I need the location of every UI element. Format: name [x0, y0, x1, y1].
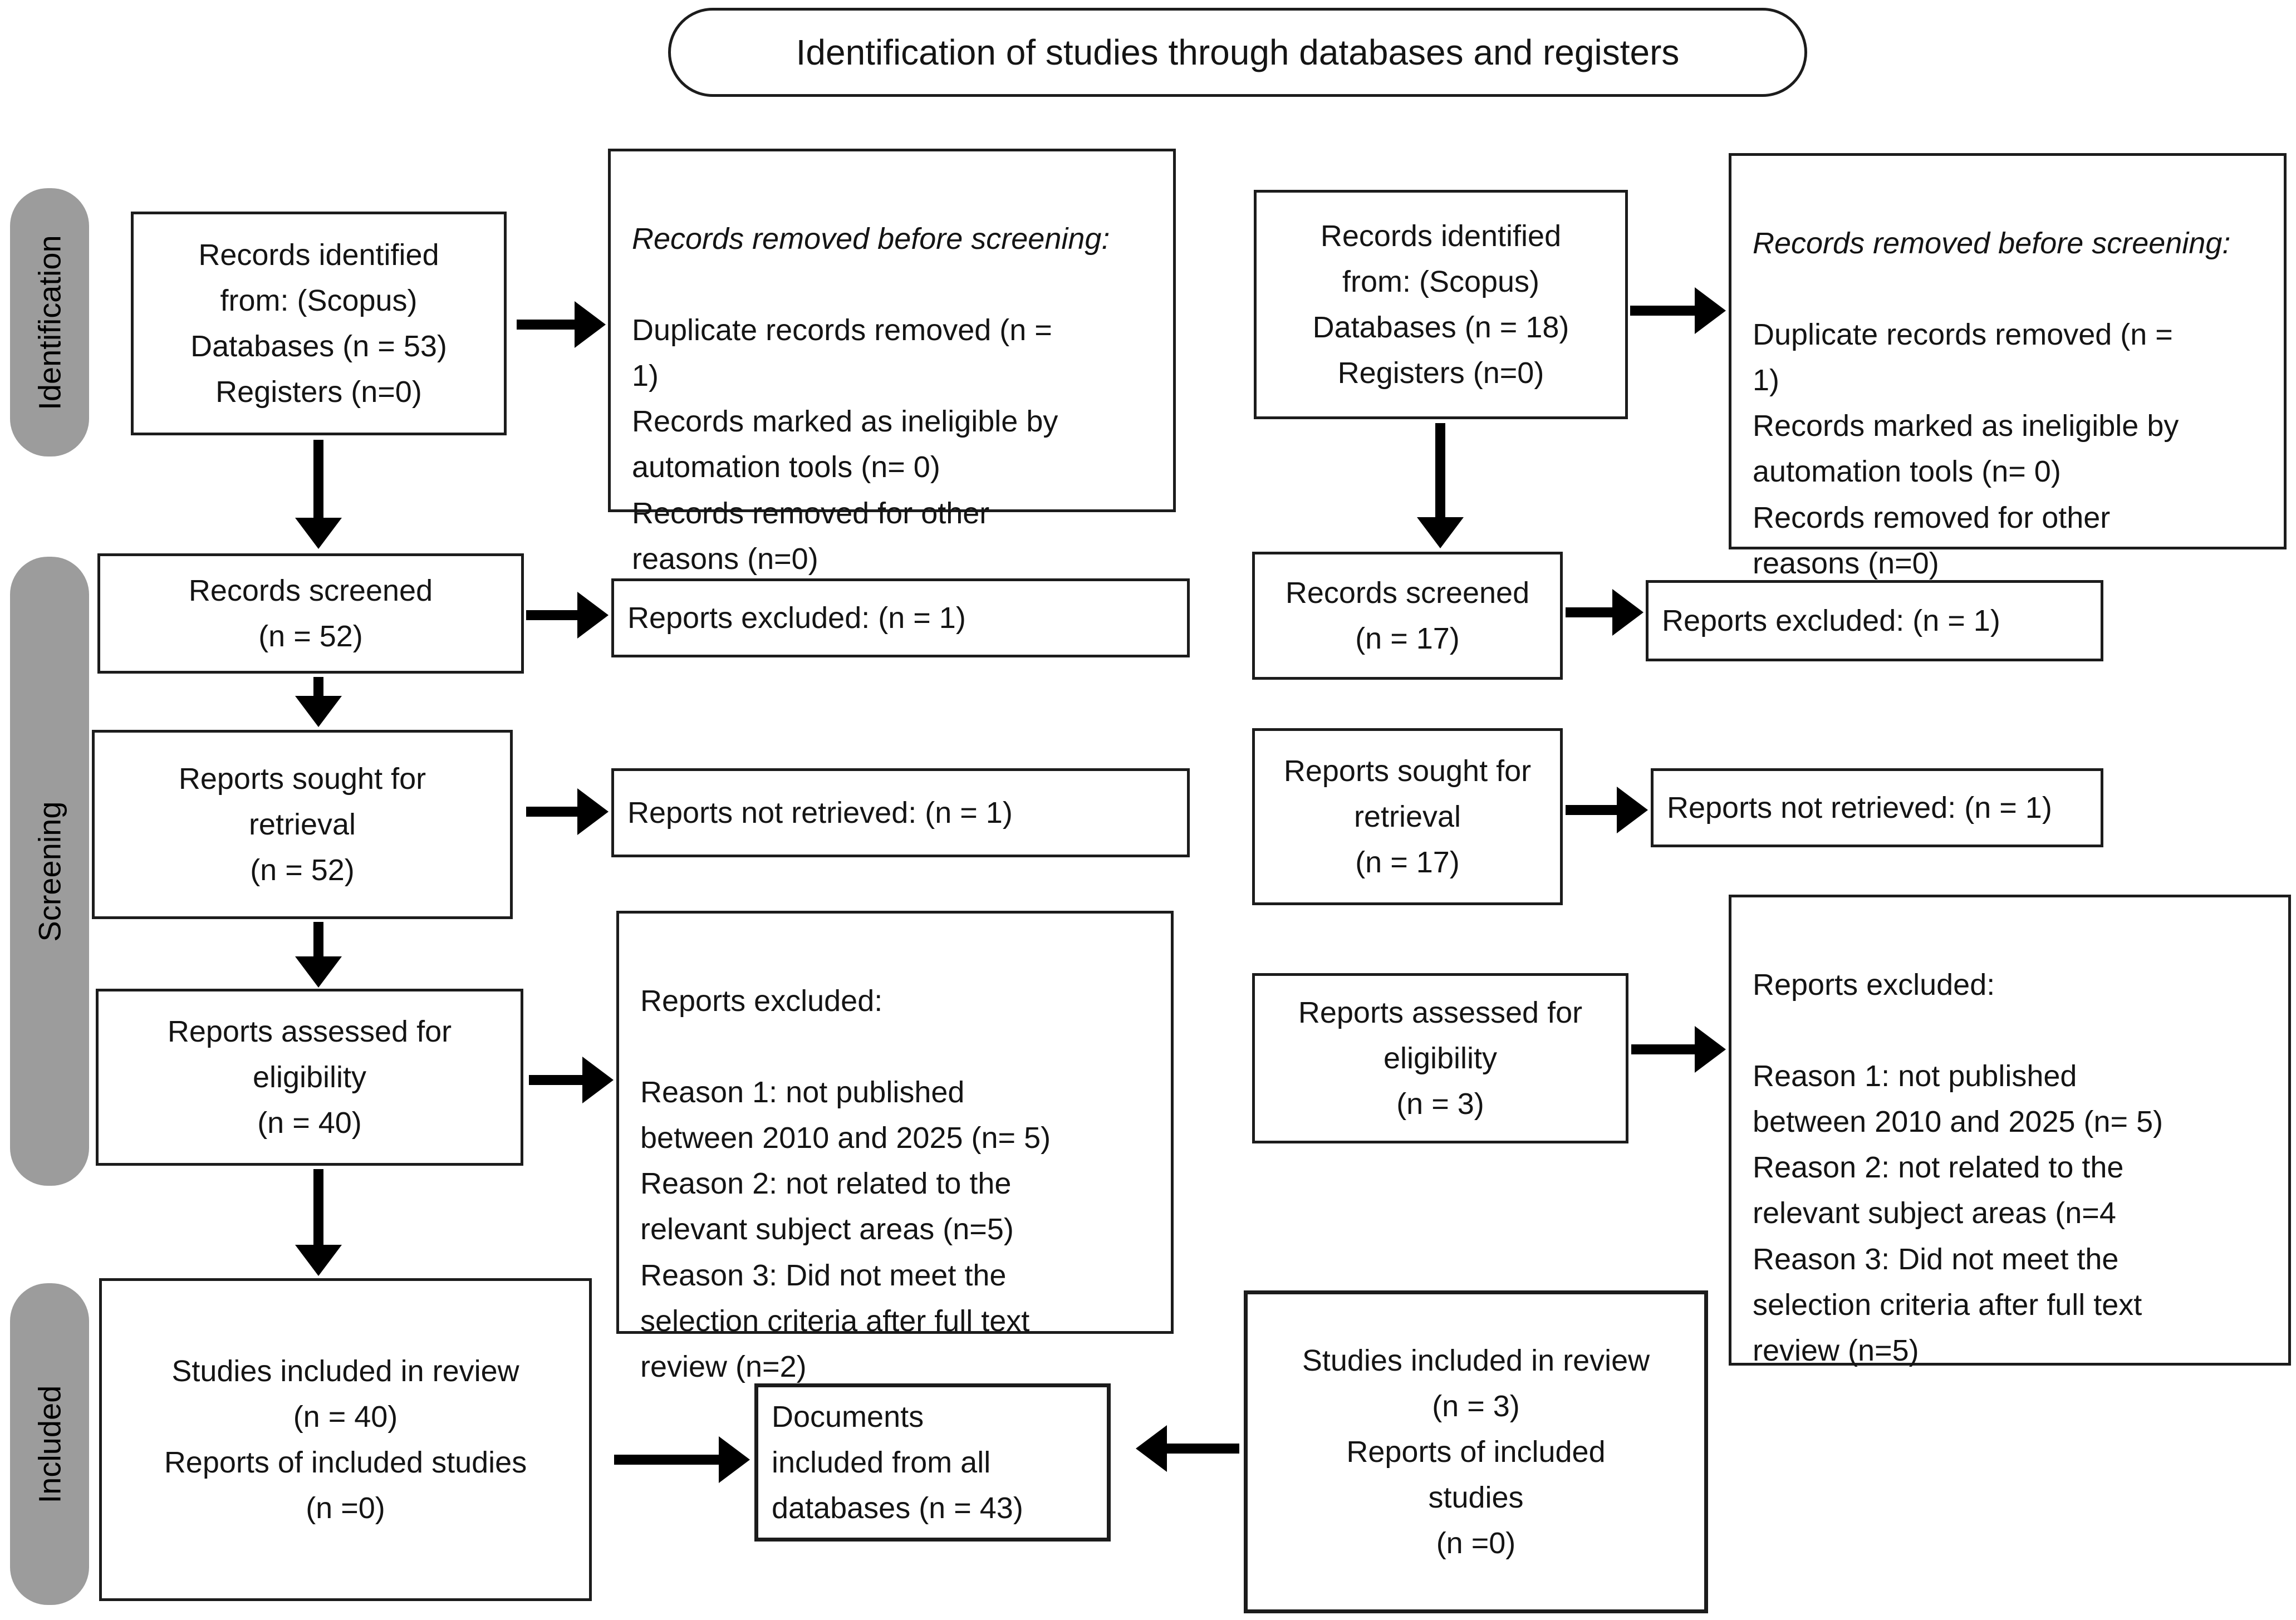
arrow-right-sought-to-not-retrieved [1566, 785, 1648, 835]
stage-label-screening: Screening [32, 801, 67, 942]
arrow-left-assessed-to-included [293, 1169, 344, 1276]
stage-pill-screening: Screening [10, 557, 89, 1186]
arrow-left-identified-to-screened [293, 440, 344, 549]
arrow-right-icon [1617, 787, 1648, 833]
left-excluded-reasons-heading: Reports excluded: [640, 984, 883, 1018]
arrow-right-icon [582, 1057, 614, 1103]
arrow-shaft [614, 1455, 722, 1465]
left-records-screened-box: Records screened (n = 52) [97, 553, 524, 674]
arrow-left-identified-to-removed [517, 300, 606, 350]
left-records-removed-heading: Records removed before screening: [632, 222, 1110, 256]
right-records-screened-box: Records screened (n = 17) [1252, 552, 1563, 680]
arrow-down-icon [295, 696, 342, 727]
right-records-removed-body: Duplicate records removed (n = 1) Record… [1753, 318, 2179, 580]
stage-pill-identification: Identification [10, 188, 89, 456]
arrow-down-icon [295, 518, 342, 549]
arrow-down-icon [295, 956, 342, 988]
arrow-right-identified-to-screened [1415, 423, 1465, 548]
arrow-shaft [517, 320, 578, 330]
arrow-shaft [1630, 306, 1698, 316]
arrow-shaft [313, 1169, 323, 1248]
left-excluded-reasons-box: Reports excluded: Reason 1: not publishe… [616, 911, 1174, 1383]
arrow-shaft [313, 677, 323, 699]
arrow-right-icon [1695, 1026, 1726, 1073]
left-reports-assessed-box: Reports assessed for eligibility (n = 40… [96, 989, 523, 1166]
arrow-right-icon [577, 592, 609, 639]
left-records-removed-box: Records removed before screening: Duplic… [608, 149, 1176, 576]
arrow-shaft [1566, 805, 1620, 815]
left-records-identified-box: Records identified from: (Scopus) Databa… [131, 212, 507, 435]
documents-included-box: Documents included from all databases (n… [754, 1383, 1111, 1542]
arrow-left-assessed-to-reasons [529, 1055, 614, 1105]
arrow-left-icon [1136, 1425, 1167, 1472]
diagram-title: Identification of studies through databa… [668, 8, 1807, 97]
right-records-removed-box: Records removed before screening: Duplic… [1729, 153, 2287, 580]
arrow-left-screened-to-excluded [526, 590, 609, 640]
right-reports-not-retrieved-box: Reports not retrieved: (n = 1) [1651, 768, 2103, 847]
arrow-left-included-to-documents [614, 1435, 750, 1485]
arrow-right-included-to-documents [1136, 1423, 1239, 1474]
arrow-shaft [1435, 423, 1445, 521]
arrow-left-sought-to-assessed [293, 922, 344, 988]
arrow-left-screened-to-sought [293, 677, 344, 727]
arrow-shaft [1164, 1444, 1239, 1454]
stage-label-included: Included [32, 1385, 67, 1503]
arrow-right-icon [1695, 287, 1726, 334]
right-studies-included-box: Studies included in review (n = 3) Repor… [1244, 1290, 1708, 1613]
right-excluded-reasons-heading: Reports excluded: [1753, 968, 1995, 1002]
right-records-removed-heading: Records removed before screening: [1753, 227, 2231, 261]
arrow-right-icon [719, 1436, 750, 1483]
left-excluded-reasons-body: Reason 1: not published between 2010 and… [640, 1076, 1051, 1383]
right-records-identified-box: Records identified from: (Scopus) Databa… [1254, 190, 1628, 419]
left-reports-sought-box: Reports sought for retrieval (n = 52) [92, 730, 513, 919]
arrow-right-icon [577, 788, 609, 835]
arrow-shaft [1631, 1044, 1698, 1054]
right-reports-assessed-box: Reports assessed for eligibility (n = 3) [1252, 973, 1628, 1143]
arrow-right-icon [575, 301, 606, 348]
left-reports-excluded-box: Reports excluded: (n = 1) [611, 578, 1190, 657]
arrow-shaft [1566, 607, 1616, 617]
arrow-shaft [313, 922, 323, 960]
left-reports-not-retrieved-box: Reports not retrieved: (n = 1) [611, 768, 1190, 857]
arrow-left-sought-to-not-retrieved [526, 787, 609, 837]
arrow-shaft [526, 610, 581, 620]
left-studies-included-box: Studies included in review (n = 40) Repo… [99, 1278, 592, 1601]
arrow-down-icon [1417, 517, 1464, 548]
arrow-shaft [313, 440, 323, 521]
stage-label-identification: Identification [32, 234, 67, 410]
arrow-right-icon [1612, 589, 1643, 636]
right-reports-excluded-box: Reports excluded: (n = 1) [1646, 580, 2103, 661]
arrow-right-identified-to-removed [1630, 286, 1726, 336]
right-excluded-reasons-box: Reports excluded: Reason 1: not publishe… [1729, 895, 2291, 1367]
arrow-down-icon [295, 1245, 342, 1276]
left-records-removed-body: Duplicate records removed (n = 1) Record… [632, 313, 1058, 576]
arrow-shaft [526, 807, 581, 817]
arrow-right-assessed-to-reasons [1631, 1024, 1726, 1074]
arrow-shaft [529, 1075, 586, 1085]
stage-pill-included: Included [10, 1283, 89, 1605]
right-reports-sought-box: Reports sought for retrieval (n = 17) [1252, 728, 1563, 905]
arrow-right-screened-to-excluded [1566, 587, 1643, 637]
right-excluded-reasons-body: Reason 1: not published between 2010 and… [1753, 1059, 2163, 1367]
